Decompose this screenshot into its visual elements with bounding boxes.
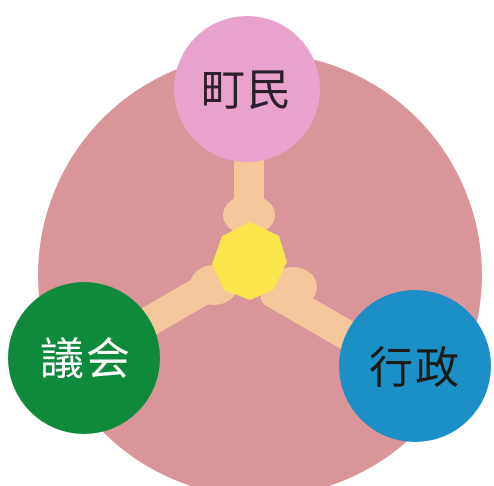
town-people-circle <box>174 16 320 162</box>
administration-circle <box>339 290 491 442</box>
town-people-label: 町民 <box>201 65 293 116</box>
center-hub <box>212 222 287 300</box>
node-assembly: 議会 <box>8 282 160 434</box>
arm-grip-top <box>223 195 275 235</box>
node-town-people: 町民 <box>174 16 320 162</box>
assembly-circle <box>8 282 160 434</box>
administration-label: 行政 <box>369 343 461 394</box>
assembly-label: 議会 <box>40 334 132 385</box>
node-administration: 行政 <box>339 290 491 442</box>
arm-grip-right <box>269 267 317 307</box>
